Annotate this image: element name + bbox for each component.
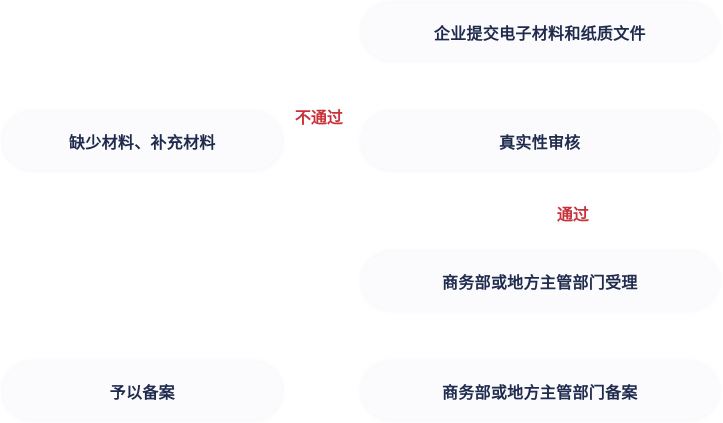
node-accept-text: 商务部或地方主管部门受理 (442, 273, 638, 292)
node-submit-text: 企业提交电子材料和纸质文件 (434, 23, 646, 43)
node-verify-text: 真实性审核 (499, 133, 581, 152)
node-record-dept-text: 商务部或地方主管部门备案 (442, 383, 638, 402)
node-verify: 真实性审核 (362, 112, 718, 170)
node-submit: 企业提交电子材料和纸质文件 (362, 3, 718, 60)
node-record-done-text: 予以备案 (109, 383, 176, 402)
node-supplement-text: 缺少材料、补充材料 (69, 133, 216, 152)
label-pass: 通过 (557, 205, 590, 224)
label-fail: 不通过 (295, 108, 344, 127)
node-record-done: 予以备案 (3, 362, 282, 420)
node-record-dept: 商务部或地方主管部门备案 (362, 362, 718, 420)
node-supplement: 缺少材料、补充材料 (3, 112, 282, 170)
node-accept: 商务部或地方主管部门受理 (362, 252, 718, 310)
